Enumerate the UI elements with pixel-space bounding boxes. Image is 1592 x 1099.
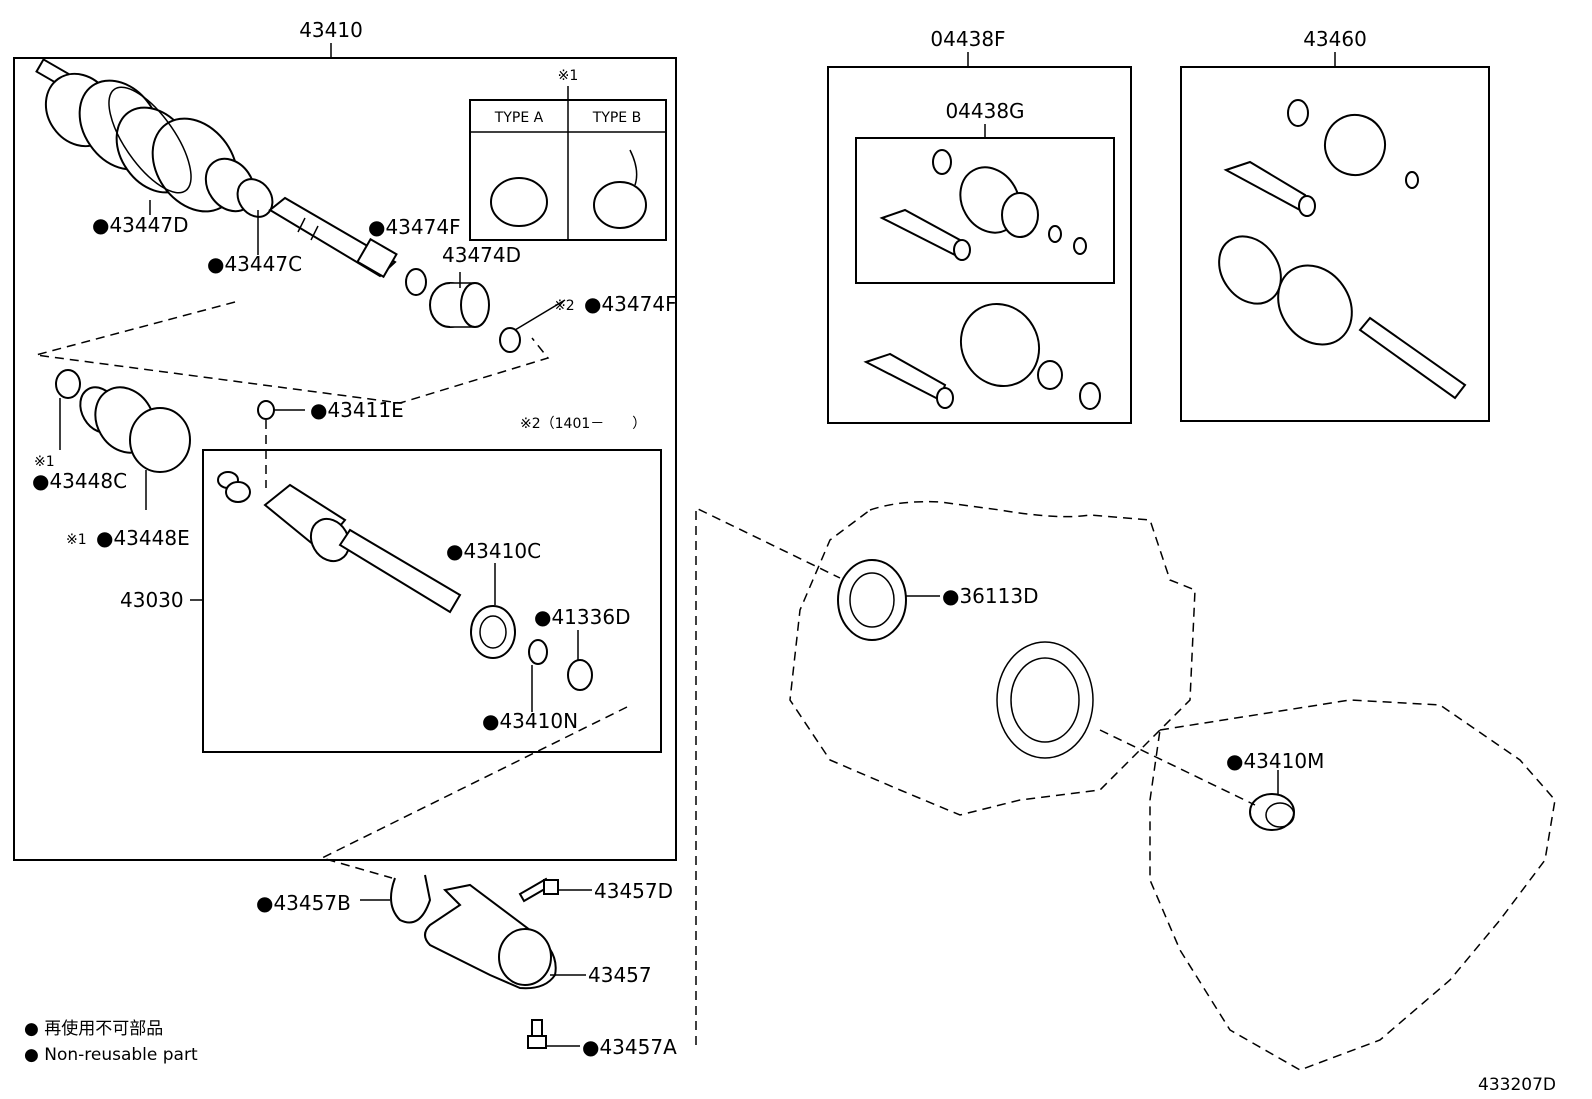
bracket-43457 xyxy=(390,874,557,990)
bolt-43457D xyxy=(518,877,559,903)
legend-japanese: ● 再使用不可部品 xyxy=(24,1018,163,1039)
drive-shaft xyxy=(268,196,398,279)
label-04438G[interactable]: 04438G xyxy=(945,99,1024,123)
label-43410M[interactable]: ●43410M xyxy=(1226,749,1324,773)
mark-43448E: ※1 xyxy=(66,532,87,548)
label-type-a: TYPE A xyxy=(494,110,544,126)
label-43410C[interactable]: ●43410C xyxy=(446,539,541,563)
label-type-b: TYPE B xyxy=(592,110,641,126)
assembly-43410-frame xyxy=(13,57,677,861)
label-43410[interactable]: 43410 xyxy=(299,18,363,42)
label-43457B[interactable]: ●43457B xyxy=(256,891,351,915)
mark-43474F-note: ※2 xyxy=(554,298,575,314)
bolt-43457A xyxy=(527,1019,547,1049)
label-43474D[interactable]: 43474D xyxy=(442,243,521,267)
transmission-leader xyxy=(695,506,841,1045)
snap-ring-43474F xyxy=(405,268,427,296)
label-04438F[interactable]: 04438F xyxy=(930,27,1005,51)
kit-04438G-parts xyxy=(879,149,1087,261)
inner-boot xyxy=(79,386,191,473)
label-43474F-note[interactable]: ●43474F xyxy=(584,292,677,316)
label-43474F[interactable]: ●43474F xyxy=(368,215,461,239)
clamp-type-b-icon xyxy=(593,149,647,229)
kit-04438F-parts xyxy=(863,302,1101,410)
label-43457D[interactable]: 43457D xyxy=(594,879,673,903)
label-43411E[interactable]: ●43411E xyxy=(310,398,404,422)
clamp-type-a-icon xyxy=(490,177,548,227)
legend-english: ● Non-reusable part xyxy=(24,1045,198,1065)
snap-ring-43411E xyxy=(257,400,275,420)
label-43448E[interactable]: ●43448E xyxy=(96,526,190,550)
damper-43474D xyxy=(429,282,490,328)
label-41336D[interactable]: ●41336D xyxy=(534,605,630,629)
label-43447C[interactable]: ●43447C xyxy=(207,252,302,276)
label-43457[interactable]: 43457 xyxy=(588,963,652,987)
label-43460[interactable]: 43460 xyxy=(1303,27,1367,51)
transmission-case xyxy=(789,500,1556,1071)
label-36113D[interactable]: ●36113D xyxy=(942,584,1038,608)
inner-boot-leader xyxy=(35,301,550,404)
shaft-43460-parts xyxy=(1218,99,1467,400)
mark-43448C: ※1 xyxy=(34,454,55,470)
inner-cv-joint xyxy=(217,471,593,691)
snap-ring-43474F-2 xyxy=(499,327,521,353)
label-43457A[interactable]: ●43457A xyxy=(582,1035,677,1059)
inner-assy-note: ※2（1401－ ） xyxy=(520,416,646,432)
kit-04438F-frame xyxy=(827,66,1132,424)
label-43410N[interactable]: ●43410N xyxy=(482,709,578,733)
clamp-43448C xyxy=(55,369,81,399)
bracket-leader xyxy=(319,706,628,879)
label-43447D[interactable]: ●43447D xyxy=(92,213,188,237)
inner-joint-43030-frame xyxy=(202,449,662,753)
type-box-mark: ※1 xyxy=(558,68,579,84)
label-43448C[interactable]: ●43448C xyxy=(32,469,127,493)
outer-cv-joint xyxy=(35,58,274,218)
figure-id: 433207D xyxy=(1478,1075,1556,1095)
label-43030[interactable]: 43030 xyxy=(120,588,184,612)
